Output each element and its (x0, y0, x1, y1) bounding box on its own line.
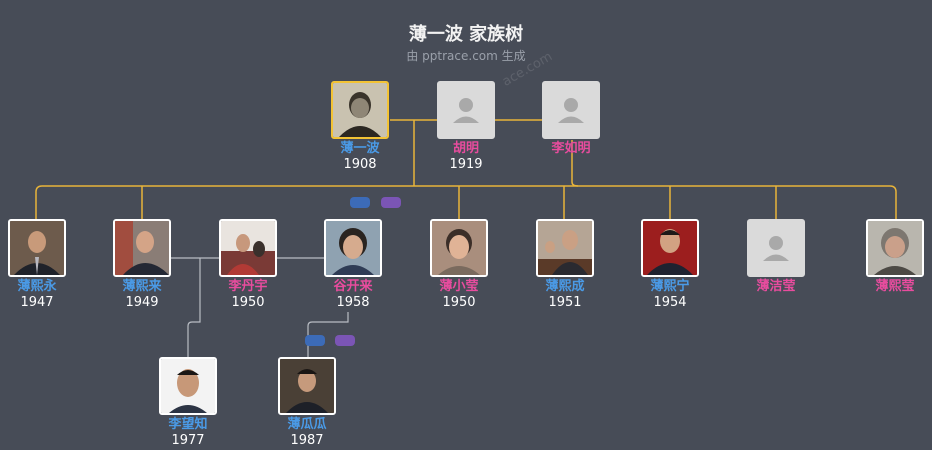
person-photo (324, 219, 382, 277)
person-photo (866, 219, 924, 277)
person-node-hu-ming[interactable]: 胡明 1919 (411, 81, 521, 172)
birth-year: 1951 (548, 295, 582, 310)
relationship-marker-female[interactable] (381, 197, 401, 208)
person-node-li-danyu[interactable]: 李丹宇 1950 (193, 219, 303, 310)
person-photo (430, 219, 488, 277)
tree-title: 薄一波 家族树 (408, 24, 524, 45)
person-node-bo-xining[interactable]: 薄熙宁 1954 (615, 219, 725, 310)
person-name: 李如明 (551, 141, 591, 156)
person-name: 李丹宇 (228, 279, 268, 294)
person-node-li-ruming[interactable]: 李如明 (516, 81, 626, 157)
birth-year: 1908 (343, 157, 377, 172)
person-node-bo-xiying[interactable]: 薄熙莹 (840, 219, 932, 295)
birth-year: 1958 (336, 295, 370, 310)
person-photo (331, 81, 389, 139)
person-name: 薄熙成 (545, 279, 585, 294)
person-name: 薄熙宁 (650, 279, 690, 294)
user-icon (763, 236, 789, 261)
person-node-bo-jieying[interactable]: 薄洁莹 (721, 219, 831, 295)
person-name: 胡明 (452, 141, 479, 156)
person-name: 薄熙永 (17, 279, 57, 294)
birth-year: 1919 (449, 157, 483, 172)
birth-year: 1977 (171, 433, 205, 448)
birth-year: 1950 (442, 295, 476, 310)
person-photo (113, 219, 171, 277)
user-icon (558, 98, 584, 123)
user-icon (453, 98, 479, 123)
person-placeholder-photo (542, 81, 600, 139)
birth-year: 1947 (20, 295, 54, 310)
person-photo (641, 219, 699, 277)
person-name: 薄小莹 (439, 279, 479, 294)
person-name: 李望知 (168, 417, 208, 432)
person-photo (536, 219, 594, 277)
person-name: 薄熙来 (122, 279, 162, 294)
person-photo (159, 357, 217, 415)
person-name: 谷开来 (333, 279, 373, 294)
person-photo (219, 219, 277, 277)
generator-credit: 由 pptrace.com 生成 (406, 49, 526, 63)
person-name: 薄熙莹 (875, 279, 915, 294)
person-node-bo-xilai[interactable]: 薄熙来 1949 (87, 219, 197, 310)
relationship-marker-female[interactable] (335, 335, 355, 346)
person-node-bo-xiyong[interactable]: 薄熙永 1947 (0, 219, 92, 310)
birth-year: 1954 (653, 295, 687, 310)
person-placeholder-photo (747, 219, 805, 277)
birth-year: 1987 (290, 433, 324, 448)
birth-year: 1950 (231, 295, 265, 310)
person-node-gu-kailai[interactable]: 谷开来 1958 (298, 219, 408, 310)
person-photo (278, 357, 336, 415)
child-line-bo-guagua (307, 312, 349, 360)
person-node-li-wangzhi[interactable]: 李望知 1977 (133, 357, 243, 448)
birth-year: 1949 (125, 295, 159, 310)
person-name: 薄洁莹 (756, 279, 796, 294)
person-node-bo-yibo[interactable]: 薄一波 1908 (305, 81, 415, 172)
relationship-marker-male[interactable] (350, 197, 370, 208)
person-name: 薄一波 (340, 141, 380, 156)
relationship-marker-male[interactable] (305, 335, 325, 346)
person-node-bo-xicheng[interactable]: 薄熙成 1951 (510, 219, 620, 310)
person-name: 薄瓜瓜 (287, 417, 327, 432)
person-node-bo-xiaoying[interactable]: 薄小莹 1950 (404, 219, 514, 310)
child-line-li-wangzhi (187, 258, 201, 360)
person-node-bo-guagua[interactable]: 薄瓜瓜 1987 (252, 357, 362, 448)
person-placeholder-photo (437, 81, 495, 139)
person-photo (8, 219, 66, 277)
